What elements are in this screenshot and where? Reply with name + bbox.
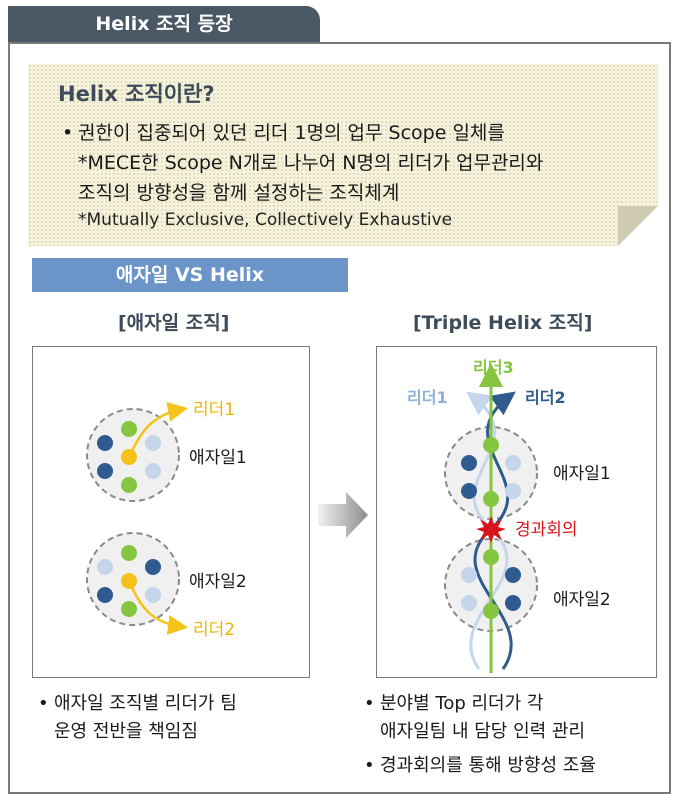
member-dot	[145, 587, 161, 603]
agile-team-2-label: 애자일2	[189, 572, 247, 592]
right-arrow-icon	[318, 492, 368, 538]
definition-title: Helix 조직이란?	[58, 82, 215, 106]
helix-diagram-panel: 리더1 리더2 리더3 애자일1 애자일2 경과회의	[376, 346, 657, 678]
member-dot	[505, 483, 521, 499]
member-dot	[145, 559, 161, 575]
member-dot	[461, 567, 477, 583]
definition-line-2: *MECE한 Scope N개로 나누어 N명의 리더가 업무관리와	[78, 152, 544, 174]
member-dot	[505, 455, 521, 471]
helix-heading: [Triple Helix 조직]	[413, 312, 593, 334]
member-dot	[97, 587, 113, 603]
comparison-section-title: 애자일 VS Helix	[32, 258, 348, 292]
helix-diagram: 리더1 리더2 리더3 애자일1 애자일2 경과회의	[407, 358, 611, 673]
member-dot	[145, 435, 161, 451]
leader-2-label: 리더2	[525, 388, 566, 407]
definition-line-3: 조직의 방향성을 함께 설정하는 조직체계	[78, 182, 400, 204]
member-dot	[461, 455, 477, 471]
helix-team-1-label: 애자일1	[553, 464, 611, 484]
definition-body: •권한이 집중되어 있던 리더 1명의 업무 Scope 일체를 *MECE한 …	[62, 118, 652, 208]
agile-diagram: 리더1 애자일1 리더2 애자일2	[86, 400, 247, 640]
leader-1-label: 리더1	[193, 400, 235, 420]
agile-heading: [애자일 조직]	[118, 312, 230, 334]
agile-diagram-panel: 리더1 애자일1 리더2 애자일2	[32, 346, 310, 678]
content-frame	[8, 42, 671, 794]
page-fold-corner	[618, 206, 658, 246]
leader-1-label: 리더1	[407, 388, 448, 407]
member-dot	[483, 491, 499, 507]
leader-2-arrow	[127, 580, 188, 635]
helix-team-2-label: 애자일2	[553, 590, 611, 610]
member-dot	[461, 595, 477, 611]
bullet-marker: •	[364, 755, 375, 776]
helix-bullet-line-1: 분야별 Top 리더가 각	[380, 693, 544, 714]
bullet-marker: •	[364, 693, 375, 714]
agile-team-2-group: 리더2 애자일2	[86, 532, 247, 640]
definition-box: Helix 조직이란? •권한이 집중되어 있던 리더 1명의 업무 Scope…	[28, 64, 658, 246]
bullet-marker: •	[62, 122, 74, 144]
member-dot	[97, 559, 113, 575]
meeting-burst-icon	[476, 516, 506, 543]
member-dot	[483, 549, 499, 565]
member-dot	[505, 595, 521, 611]
agile-bullet-line-2: 운영 전반을 책임짐	[54, 721, 198, 742]
agile-team-1-label: 애자일1	[189, 448, 247, 468]
member-dot	[97, 435, 113, 451]
member-dot	[121, 477, 137, 493]
agile-team-1-group: 리더1 애자일1	[86, 400, 247, 502]
agile-bullet-line-1: 애자일 조직별 리더가 팀	[54, 693, 237, 714]
member-dot	[483, 437, 499, 453]
member-dot	[145, 463, 161, 479]
member-dot	[121, 545, 137, 561]
leader-1-arrow	[127, 401, 188, 458]
definition-line-1: 권한이 집중되어 있던 리더 1명의 업무 Scope 일체를	[78, 122, 505, 144]
helix-bullet-line-3: 경과회의를 통해 방향성 조율	[380, 755, 596, 776]
helix-bullet-line-2: 애자일팀 내 담당 인력 관리	[380, 721, 586, 742]
member-dot	[121, 421, 137, 437]
bullet-marker: •	[38, 693, 49, 714]
member-dot	[483, 603, 499, 619]
member-dot	[505, 567, 521, 583]
member-dot	[121, 601, 137, 617]
leader-2-label: 리더2	[193, 620, 235, 640]
leader-3-label: 리더3	[473, 358, 514, 377]
helix-bullet-list: •분야별 Top 리더가 각 애자일팀 내 담당 인력 관리 •경과회의를 통해…	[364, 690, 596, 780]
section-tab-title: Helix 조직 등장	[8, 6, 320, 42]
member-dot	[97, 463, 113, 479]
member-dot	[461, 483, 477, 499]
meeting-label: 경과회의	[515, 520, 578, 540]
definition-footnote: *Mutually Exclusive, Collectively Exhaus…	[78, 210, 453, 230]
agile-bullet-list: •애자일 조직별 리더가 팀 운영 전반을 책임짐	[38, 690, 237, 746]
